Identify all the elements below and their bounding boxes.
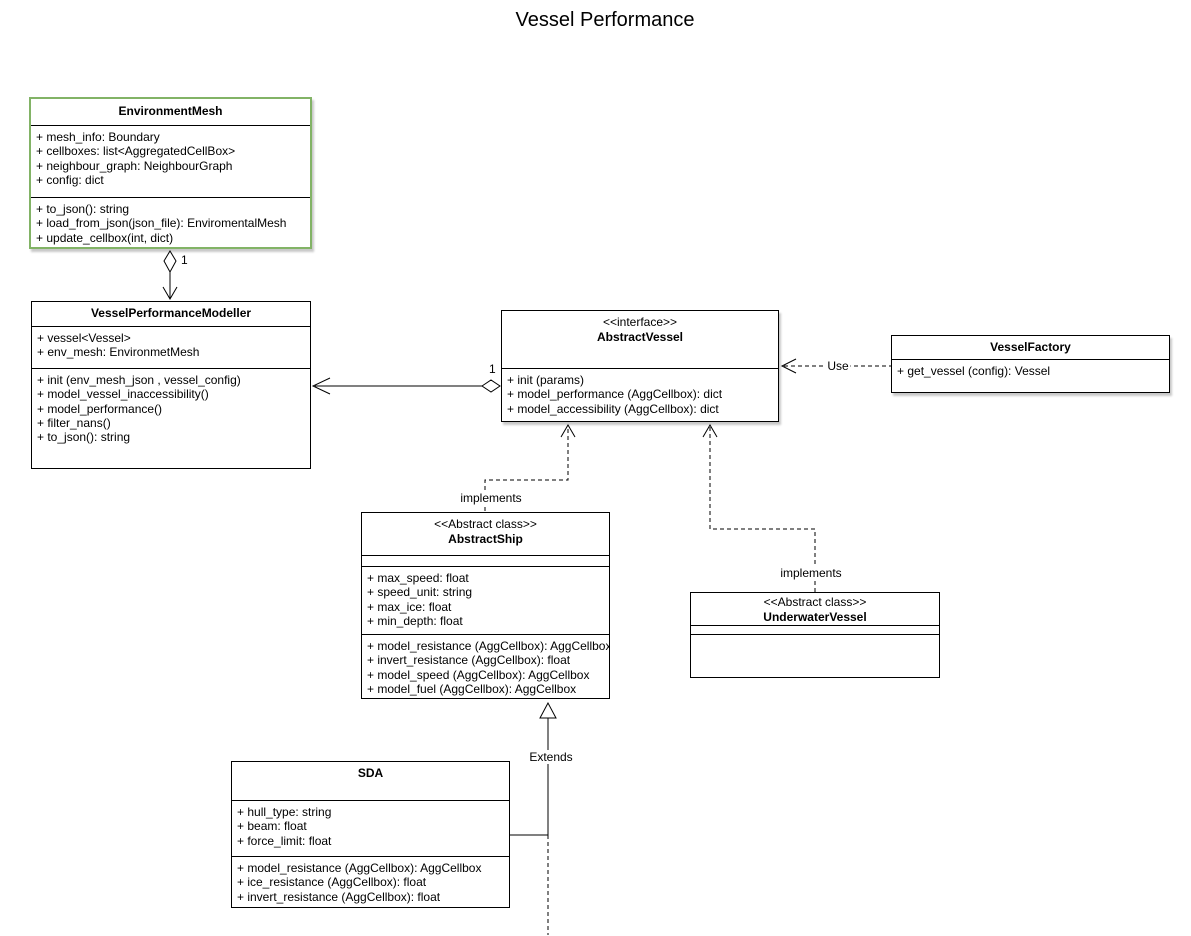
method: + load_from_json(json_file): Enviromenta… <box>36 216 287 231</box>
multiplicity-label: 1 <box>489 362 496 376</box>
hollow-triangle-icon <box>539 701 557 719</box>
method: + model_resistance (AggCellbox): AggCell… <box>367 639 609 653</box>
method: + model_speed (AggCellbox): AggCellbox <box>367 667 590 682</box>
attribute: + max_speed: float <box>367 571 469 585</box>
connector-factory-use <box>780 358 891 374</box>
class-abstract-vessel: <<interface>> AbstractVessel + init (par… <box>501 310 779 422</box>
class-name: VesselPerformanceModeller <box>90 306 252 320</box>
method: + get_vessel (config): Vessel <box>897 364 1051 378</box>
empty-section <box>362 555 609 566</box>
stereotype-label: <<Abstract class>> <box>763 595 867 609</box>
use-edge-label: Use <box>825 359 851 373</box>
attribute: + env_mesh: EnvironmetMesh <box>37 345 200 360</box>
attribute: + cellboxes: list<AggregatedCellBox> <box>36 144 236 159</box>
attribute: + vessel<Vessel> <box>37 331 131 345</box>
attributes-section: + vessel<Vessel> + env_mesh: EnvironmetM… <box>32 326 310 368</box>
attribute: + force_limit: float <box>237 833 332 848</box>
class-title: <<Abstract class>> AbstractShip <box>362 513 609 555</box>
extends-edge-label: Extends <box>527 750 575 764</box>
method: + ice_resistance (AggCellbox): float <box>237 875 427 890</box>
method: + init (env_mesh_json , vessel_config) <box>37 373 241 387</box>
class-name: VesselFactory <box>990 340 1071 354</box>
attributes-section: + hull_type: string + beam: float + forc… <box>232 800 509 856</box>
diagram-title: Vessel Performance <box>515 9 695 31</box>
method: + model_fuel (AggCellbox): AggCellbox <box>367 681 577 696</box>
class-name: AbstractVessel <box>596 330 684 344</box>
attributes-section: + mesh_info: Boundary + cellboxes: list<… <box>31 125 310 197</box>
connector-underwater-implements <box>702 424 816 592</box>
connector-mesh-aggregation <box>162 250 178 300</box>
class-abstract-ship: <<Abstract class>> AbstractShip + max_sp… <box>361 512 610 699</box>
class-title: <<interface>> AbstractVessel <box>502 311 778 368</box>
method: + model_performance (AggCellbox): dict <box>507 387 723 402</box>
stereotype-label: <<Abstract class>> <box>434 517 537 531</box>
class-name: SDA <box>357 766 384 780</box>
method: + filter_nans() <box>37 415 111 430</box>
open-arrow-icon <box>560 424 576 438</box>
methods-section: + to_json(): string + load_from_json(jso… <box>31 197 310 247</box>
attribute: + mesh_info: Boundary <box>36 130 160 144</box>
method: + model_vessel_inaccessibility() <box>37 387 209 402</box>
attribute: + min_depth: float <box>367 613 463 628</box>
attribute: + max_ice: float <box>367 599 452 614</box>
methods-section: + init (params) + model_performance (Agg… <box>502 368 778 421</box>
aggregation-diamond-icon <box>481 379 501 393</box>
stereotype-label: <<interface>> <box>602 315 678 329</box>
method: + model_performance() <box>37 401 163 416</box>
class-environment-mesh: EnvironmentMesh + mesh_info: Boundary + … <box>29 97 312 249</box>
class-name: AbstractShip <box>448 532 523 546</box>
method: + model_accessibility (AggCellbox): dict <box>507 401 719 416</box>
methods-section: + init (env_mesh_json , vessel_config) +… <box>32 368 310 468</box>
methods-section: + model_resistance (AggCellbox): AggCell… <box>232 856 509 907</box>
method: + to_json(): string <box>36 202 130 216</box>
method: + model_resistance (AggCellbox): AggCell… <box>237 861 482 875</box>
class-vessel-performance-modeller: VesselPerformanceModeller + vessel<Vesse… <box>31 301 311 469</box>
method: + to_json(): string <box>37 430 131 445</box>
open-arrow-icon <box>702 424 718 438</box>
empty-body-section <box>691 634 939 677</box>
open-arrow-icon <box>780 358 797 374</box>
open-arrow-icon <box>162 286 178 300</box>
attributes-section: + max_speed: float + speed_unit: string … <box>362 566 609 634</box>
attribute: + hull_type: string <box>237 805 332 819</box>
class-title: SDA <box>232 762 509 800</box>
class-underwater-vessel: <<Abstract class>> UnderwaterVessel <box>690 592 940 678</box>
attribute: + neighbour_graph: NeighbourGraph <box>36 158 233 173</box>
class-title: EnvironmentMesh <box>31 99 310 125</box>
class-sda: SDA + hull_type: string + beam: float + … <box>231 761 510 908</box>
class-title: VesselPerformanceModeller <box>32 302 310 326</box>
method: + update_cellbox(int, dict) <box>36 230 174 245</box>
implements-edge-label: implements <box>458 491 524 505</box>
method: + invert_resistance (AggCellbox): float <box>237 889 441 904</box>
connector-vessel-aggregation <box>311 377 501 395</box>
multiplicity-label: 1 <box>181 253 188 267</box>
method: + init (params) <box>507 373 585 387</box>
class-name: UnderwaterVessel <box>763 610 867 624</box>
attribute: + beam: float <box>237 819 307 834</box>
implements-edge-label: implements <box>778 566 844 580</box>
attribute: + speed_unit: string <box>367 585 473 600</box>
method: + invert_resistance (AggCellbox): float <box>367 653 571 668</box>
class-title: VesselFactory <box>892 336 1169 359</box>
connector-sda-extends <box>510 701 557 935</box>
methods-section: + model_resistance (AggCellbox): AggCell… <box>362 634 609 698</box>
empty-section <box>691 625 939 634</box>
open-arrow-icon <box>311 377 331 395</box>
class-name: EnvironmentMesh <box>118 104 223 118</box>
class-title: <<Abstract class>> UnderwaterVessel <box>691 593 939 625</box>
aggregation-diamond-icon <box>163 250 177 274</box>
class-vessel-factory: VesselFactory + get_vessel (config): Ves… <box>891 335 1170 393</box>
attribute: + config: dict <box>36 172 104 187</box>
methods-section: + get_vessel (config): Vessel <box>892 359 1169 392</box>
